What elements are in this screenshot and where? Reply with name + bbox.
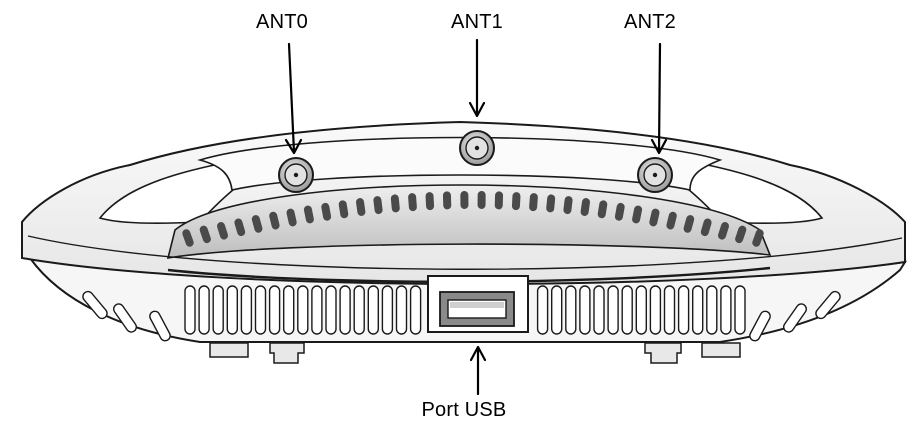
lower-vent-slot	[692, 285, 704, 335]
lower-vent-slot	[198, 285, 210, 335]
lower-vents	[82, 285, 841, 342]
vent-slot	[546, 194, 556, 213]
vent-slot	[356, 198, 366, 216]
lower-vent-slot	[367, 285, 379, 335]
lower-vent-slot	[551, 285, 563, 335]
lower-vent-slot	[607, 285, 619, 335]
vent-slot	[563, 196, 573, 215]
lower-vent-slot	[649, 285, 662, 335]
vent-slot	[425, 192, 435, 211]
vent-slot	[182, 229, 194, 247]
vent-slot	[460, 191, 469, 209]
lower-vent-slot	[297, 285, 309, 335]
vent-slot	[632, 205, 643, 224]
vent-slot	[494, 191, 504, 210]
lower-vent-slot	[325, 285, 337, 335]
antenna-connector-2	[637, 157, 673, 193]
vent-slot	[251, 215, 263, 233]
antenna-connector-1	[459, 130, 495, 166]
side-vent-slot	[82, 290, 108, 320]
lower-vent-slot	[395, 285, 408, 335]
vent-slot	[390, 194, 400, 213]
lower-vent-slot	[621, 285, 633, 335]
top-bridge	[197, 136, 723, 191]
foot-right-inner	[644, 342, 682, 364]
vent-slot	[477, 191, 486, 209]
lower-vent-slot	[311, 285, 323, 335]
lower-vent-slot	[283, 285, 295, 335]
lower-vent-slot	[663, 285, 676, 335]
lower-vent-slot	[353, 285, 365, 335]
label-ant0: ANT0	[256, 11, 308, 33]
lower-vent-slot	[254, 285, 267, 335]
vent-slot	[649, 208, 660, 227]
vent-slot	[735, 225, 747, 244]
vent-slot	[338, 200, 349, 219]
lower-vent-slot	[339, 285, 351, 335]
vent-slot	[597, 200, 608, 219]
lower-vent-slot	[720, 285, 732, 335]
lower-vent-slot	[381, 285, 394, 335]
upper-vents	[182, 191, 764, 247]
vent-slot	[321, 202, 332, 221]
lower-vent-slot	[409, 285, 422, 335]
vent-slot	[269, 211, 280, 230]
lower-vent-slot	[268, 285, 281, 335]
lower-vent-slot	[184, 285, 196, 335]
foot-left-outer	[209, 342, 249, 358]
label-ant1: ANT1	[451, 11, 503, 33]
vent-slot	[286, 208, 297, 227]
vent-slot	[529, 193, 538, 212]
lower-vent-slot	[565, 285, 577, 335]
usb-port	[427, 275, 529, 333]
vent-slot	[303, 205, 314, 224]
lower-vent-slot	[212, 285, 224, 335]
label-ant2: ANT2	[624, 11, 676, 33]
vent-slot	[511, 192, 521, 211]
vent-slot	[614, 202, 625, 221]
side-vent-slot	[112, 303, 138, 333]
vent-slot	[752, 229, 764, 247]
vent-slot	[373, 196, 383, 215]
lower-vent-slot	[579, 285, 591, 335]
vent-slot	[216, 222, 229, 240]
vent-slot	[683, 215, 695, 233]
lower-vent-slot	[677, 285, 690, 335]
arrow-ant1	[468, 38, 486, 118]
vent-slot	[199, 225, 211, 244]
lower-vent-slot	[706, 285, 718, 335]
lower-vent-slot	[593, 285, 605, 335]
vent-slot	[700, 218, 712, 237]
vent-slot	[442, 191, 452, 210]
front-lip	[27, 235, 903, 270]
side-vent-slot	[815, 290, 841, 320]
side-vent-slot	[782, 303, 808, 333]
side-vent-slot	[749, 310, 771, 342]
vent-slot	[666, 211, 677, 230]
foot-left-inner	[269, 342, 305, 364]
arrow-ant2	[650, 42, 668, 155]
vent-slot	[717, 222, 730, 240]
lower-vent-slot	[240, 285, 253, 335]
arrow-usb	[469, 345, 487, 396]
side-vent-slot	[149, 310, 171, 342]
mounting-feet	[209, 342, 741, 364]
lower-vent-slot	[536, 285, 549, 335]
vent-slot	[408, 193, 417, 212]
vent-slot	[580, 198, 590, 216]
lower-vent-slot	[635, 285, 647, 335]
antenna-connector-0	[278, 157, 314, 193]
lower-vent-slot	[226, 285, 239, 335]
arrow-ant0	[284, 42, 303, 155]
lower-vent-slot	[734, 285, 746, 335]
label-usb-port: Port USB	[421, 399, 507, 421]
vent-slot	[234, 218, 246, 237]
foot-right-outer	[701, 342, 741, 358]
